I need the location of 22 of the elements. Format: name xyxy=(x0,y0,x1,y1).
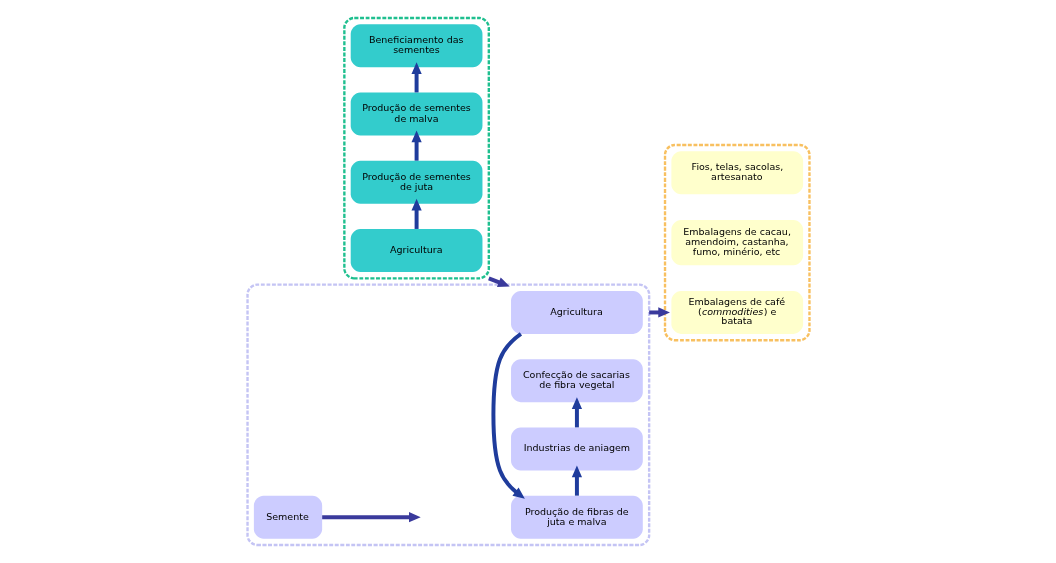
node-box: Beneficiamento das sementes xyxy=(350,24,482,68)
node-box: Semente xyxy=(253,495,322,539)
cluster xyxy=(663,143,811,342)
arrow xyxy=(490,332,525,499)
node-box: Fios, telas, sacolas, artesanato xyxy=(670,151,803,195)
node-box: Agricultura xyxy=(510,291,643,334)
arrow xyxy=(410,130,422,161)
node-box: Industrias de aniagem xyxy=(510,427,643,471)
node-box: Agricultura xyxy=(350,229,482,272)
node-box: Confecção de sacarias de fibra vegetal xyxy=(510,359,643,403)
node-box: Embalagens de cacau, amendoim, castanha, fumo, minério, etc xyxy=(670,220,803,266)
arrow xyxy=(571,397,582,428)
arrow xyxy=(410,198,422,229)
cluster xyxy=(342,16,490,280)
node-box: Produção de fibras de juta e malva xyxy=(510,495,643,539)
node-box: Embalagens de café (commodities) e batata xyxy=(670,291,803,334)
arrow xyxy=(410,62,422,93)
arrow xyxy=(321,512,421,523)
arrow xyxy=(571,465,582,496)
node-box: Produção de sementes de juta xyxy=(350,160,482,204)
node-box: Produção de sementes de malva xyxy=(350,92,482,136)
cluster xyxy=(245,283,650,547)
